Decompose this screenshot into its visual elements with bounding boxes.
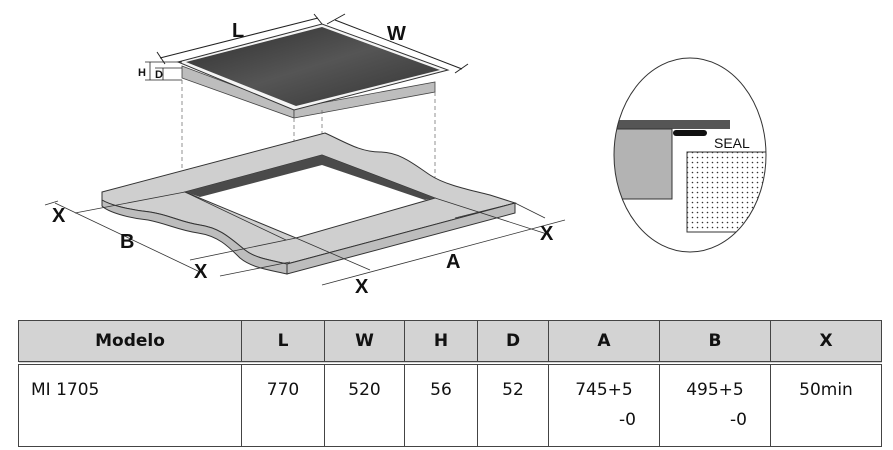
seal-label: SEAL [714,135,750,151]
cell-H: 56 [404,362,478,447]
label-A: A [446,251,460,273]
header-L: L [241,320,325,365]
cell-L: 770 [241,362,325,447]
header-W: W [324,320,405,365]
installation-diagram: L W H D [44,13,767,298]
cutout-wall-back [185,155,322,197]
countertop-dimensions [44,191,566,286]
label-H: H [138,67,146,79]
cell-D: 52 [477,362,549,447]
cell-B-tolerance: -0 [730,410,747,430]
label-X-bottom: X [355,276,369,298]
table-header-row: Modelo L W H D A B X [18,320,882,365]
detail-circle [613,57,767,253]
dimension-W [326,13,469,74]
cell-B: 495+5 -0 [659,362,771,447]
cutout-wall-right [322,155,435,200]
cell-B-value: 495+5 [686,380,744,400]
header-D: D [477,320,549,365]
cell-A-value: 745+5 [575,380,633,400]
hob-drawing [176,23,450,119]
hob-glass [186,27,440,106]
header-B: B [659,320,771,365]
dimensions-table: Modelo L W H D A B X MI 1705 770 520 56 … [18,320,882,447]
label-L: L [232,20,244,42]
countertop-drawing [101,132,517,275]
label-X-right: X [540,223,554,245]
cell-A-tolerance: -0 [619,410,636,430]
cell-W: 520 [324,362,405,447]
label-W: W [387,23,406,45]
table-row: MI 1705 770 520 56 52 745+5 -0 495+5 -0 … [18,362,882,447]
cell-modelo: MI 1705 [18,362,242,447]
countertop-edge-left [101,192,288,275]
label-B: B [120,231,134,253]
header-X: X [770,320,882,365]
cell-X: 50min [770,362,882,447]
label-D: D [155,69,163,81]
cell-A: 745+5 -0 [548,362,660,447]
header-modelo: Modelo [18,320,242,365]
dimension-H-D [145,61,182,81]
seal-detail: SEAL [613,57,767,253]
header-H: H [404,320,478,365]
label-X-left: X [52,205,66,227]
header-A: A [548,320,660,365]
label-X-bottom-left: X [194,261,208,283]
